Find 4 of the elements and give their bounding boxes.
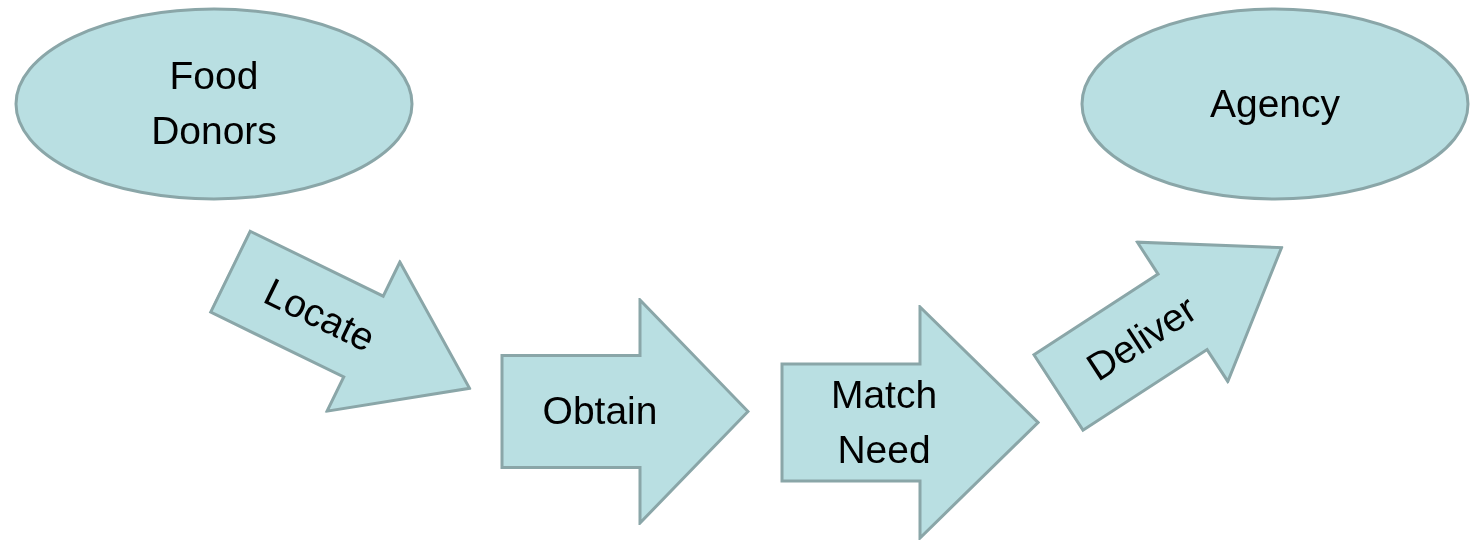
node-label: Match Need [829, 371, 939, 473]
node-label: Obtain [542, 388, 658, 435]
node-label: Food Donors [150, 53, 278, 154]
node-label: Agency [1209, 80, 1341, 127]
